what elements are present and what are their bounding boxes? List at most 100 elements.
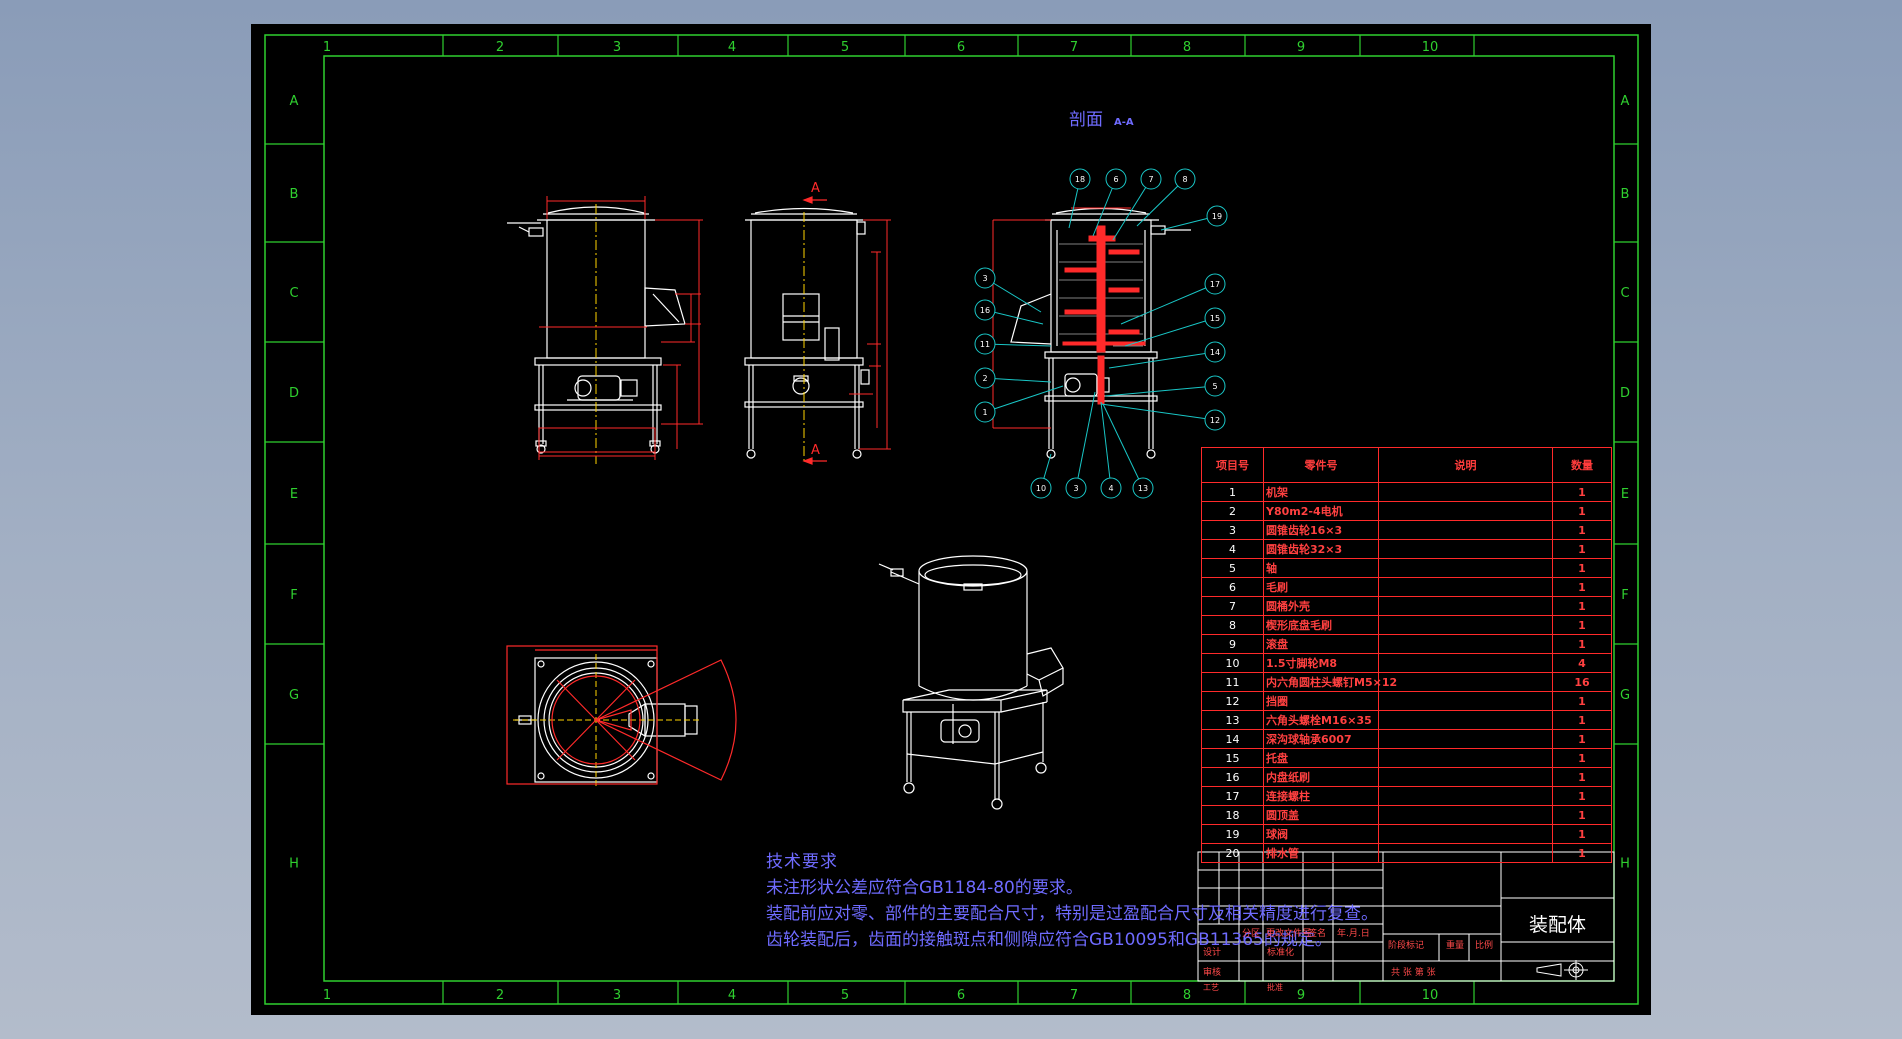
balloon-circle bbox=[1204, 409, 1226, 431]
projection-symbol bbox=[1536, 960, 1588, 980]
zone-column-label-bottom: 1 bbox=[323, 988, 331, 1003]
balloon-circle bbox=[974, 333, 996, 355]
balloon-circle bbox=[1140, 168, 1162, 190]
bom-description bbox=[1378, 824, 1553, 844]
bom-description bbox=[1378, 710, 1553, 730]
zone-row-label-left: E bbox=[290, 487, 298, 502]
side-cut-arrows bbox=[802, 196, 827, 465]
bom-quantity: 1 bbox=[1552, 805, 1612, 825]
bom-quantity: 4 bbox=[1552, 653, 1612, 673]
tb-change-doc-label: 更改文件号 bbox=[1266, 929, 1312, 939]
bom-quantity: 1 bbox=[1552, 501, 1612, 521]
bom-quantity: 1 bbox=[1552, 748, 1612, 768]
bom-item-no: 3 bbox=[1201, 520, 1264, 540]
balloon-number: 3 bbox=[982, 274, 987, 283]
balloon-number: 17 bbox=[1210, 280, 1220, 289]
zone-column-label-top: 10 bbox=[1422, 40, 1439, 55]
zone-column-label-top: 8 bbox=[1183, 40, 1191, 55]
balloon-circle bbox=[1132, 477, 1154, 499]
bom-description bbox=[1378, 767, 1553, 787]
zone-column-label-top: 6 bbox=[957, 40, 965, 55]
bom-part-name: 托盘 bbox=[1263, 748, 1379, 768]
bom-description bbox=[1378, 615, 1553, 635]
bom-quantity: 1 bbox=[1552, 634, 1612, 654]
bom-quantity: 1 bbox=[1552, 824, 1612, 844]
bom-part-name: 毛刷 bbox=[1263, 577, 1379, 597]
section-title: 剖面 bbox=[1069, 110, 1103, 130]
balloon-number: 4 bbox=[1108, 484, 1113, 493]
bom-part-name: 连接螺柱 bbox=[1263, 786, 1379, 806]
side-dimensions bbox=[849, 219, 891, 450]
bom-description bbox=[1378, 482, 1553, 502]
bom-description bbox=[1378, 520, 1553, 540]
bom-quantity: 1 bbox=[1552, 539, 1612, 559]
zone-column-label-bottom: 10 bbox=[1422, 988, 1439, 1003]
tb-standardize-label: 标准化 bbox=[1267, 948, 1295, 958]
bom-part-name: 六角头螺栓M16×35 bbox=[1263, 710, 1379, 730]
bom-quantity: 1 bbox=[1552, 843, 1612, 863]
bom-description bbox=[1378, 729, 1553, 749]
balloon-number: 12 bbox=[1210, 416, 1220, 425]
bom-item-no: 9 bbox=[1201, 634, 1264, 654]
balloon-circle bbox=[1204, 341, 1226, 363]
bom-header-desc: 说明 bbox=[1378, 447, 1553, 483]
bom-description bbox=[1378, 596, 1553, 616]
bom-quantity: 1 bbox=[1552, 615, 1612, 635]
bom-quantity: 1 bbox=[1552, 577, 1612, 597]
bom-quantity: 1 bbox=[1552, 767, 1612, 787]
tb-date-label: 年.月.日 bbox=[1337, 929, 1370, 939]
bom-part-name: 深沟球轴承6007 bbox=[1263, 729, 1379, 749]
tb-review-label: 审核 bbox=[1203, 968, 1222, 978]
zone-row-label-right: H bbox=[1620, 857, 1630, 872]
bom-quantity: 1 bbox=[1552, 482, 1612, 502]
tb-sign-label: 签名 bbox=[1308, 929, 1327, 939]
tb-designer-label: 设计 bbox=[1203, 948, 1222, 958]
balloon-number: 13 bbox=[1138, 484, 1148, 493]
bom-header-part: 零件号 bbox=[1263, 447, 1379, 483]
front-dimensions bbox=[538, 196, 703, 460]
side-view bbox=[744, 207, 870, 459]
tb-zone-label: 分区 bbox=[1242, 929, 1261, 939]
balloon-number: 6 bbox=[1113, 175, 1118, 184]
bom-description bbox=[1378, 558, 1553, 578]
bom-quantity: 1 bbox=[1552, 710, 1612, 730]
zone-column-label-bottom: 6 bbox=[957, 988, 965, 1003]
tb-scale-label: 比例 bbox=[1475, 941, 1494, 951]
zone-row-label-left: G bbox=[289, 688, 299, 703]
bom-part-name: 挡圈 bbox=[1263, 691, 1379, 711]
bom-header-row: 项目号 零件号 说明 数量 bbox=[1201, 447, 1612, 483]
balloon-number: 3 bbox=[1073, 484, 1078, 493]
bom-part-name: 内盘纸刷 bbox=[1263, 767, 1379, 787]
zone-row-label-right: C bbox=[1620, 286, 1629, 301]
bom-item-no: 7 bbox=[1201, 596, 1264, 616]
bom-item-no: 10 bbox=[1201, 653, 1264, 673]
balloon-number: 11 bbox=[980, 340, 990, 349]
zone-column-label-top: 5 bbox=[841, 40, 849, 55]
balloon-number: 19 bbox=[1212, 212, 1222, 221]
zone-row-label-left: B bbox=[290, 187, 299, 202]
section-shaft-highlight bbox=[1062, 225, 1146, 405]
bom-item-no: 8 bbox=[1201, 615, 1264, 635]
bom-header-no: 项目号 bbox=[1201, 447, 1264, 483]
bom-quantity: 1 bbox=[1552, 596, 1612, 616]
zone-column-label-top: 7 bbox=[1070, 40, 1078, 55]
bom-description bbox=[1378, 786, 1553, 806]
